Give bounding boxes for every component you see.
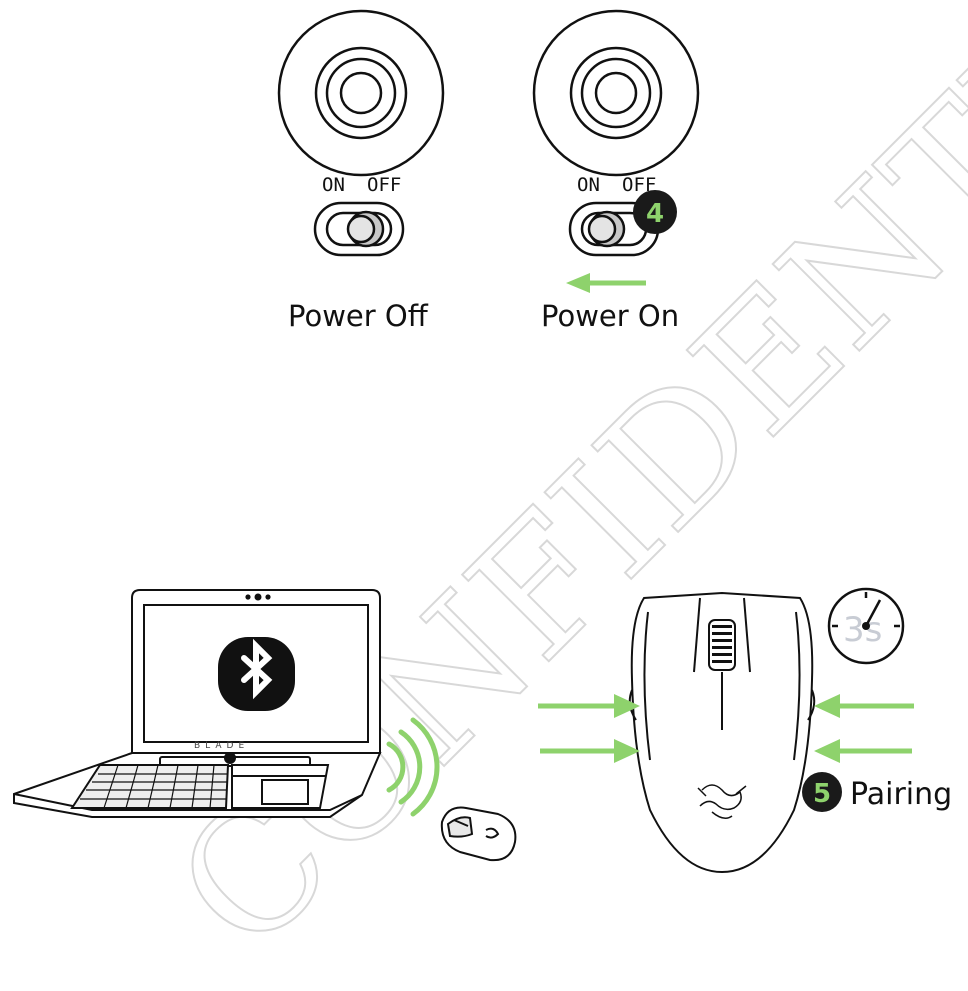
step-4-number: 4 <box>646 199 664 229</box>
press-arrows-right <box>814 694 914 763</box>
step-5-number: 5 <box>813 779 831 809</box>
step-5-badge: 5 <box>802 772 842 812</box>
slide-switch-off <box>315 203 403 255</box>
bluetooth-icon <box>218 637 295 711</box>
switch-off-label: OFF <box>367 174 401 196</box>
laptop-brand-label: BLADE <box>194 741 249 751</box>
sensor-circle-off <box>279 11 443 175</box>
switch-on-label: ON <box>322 174 345 196</box>
timer-icon: 3s <box>829 589 903 663</box>
step-4-badge: 4 <box>633 190 677 234</box>
power-on-switch-diagram: ON OFF 4 Power On <box>534 11 698 333</box>
power-on-caption: Power On <box>541 299 679 333</box>
pairing-label: Pairing <box>850 777 952 812</box>
small-mouse-illustration <box>442 808 516 861</box>
sensor-circle-on <box>534 11 698 175</box>
press-arrows-left <box>538 694 640 763</box>
power-off-caption: Power Off <box>288 299 429 333</box>
laptop-illustration <box>14 590 380 817</box>
timer-duration: 3s <box>843 610 882 650</box>
slide-left-arrow-icon <box>566 273 646 293</box>
switch-on-label: ON <box>577 174 600 196</box>
power-off-switch-diagram: ON OFF Power Off <box>279 11 443 333</box>
